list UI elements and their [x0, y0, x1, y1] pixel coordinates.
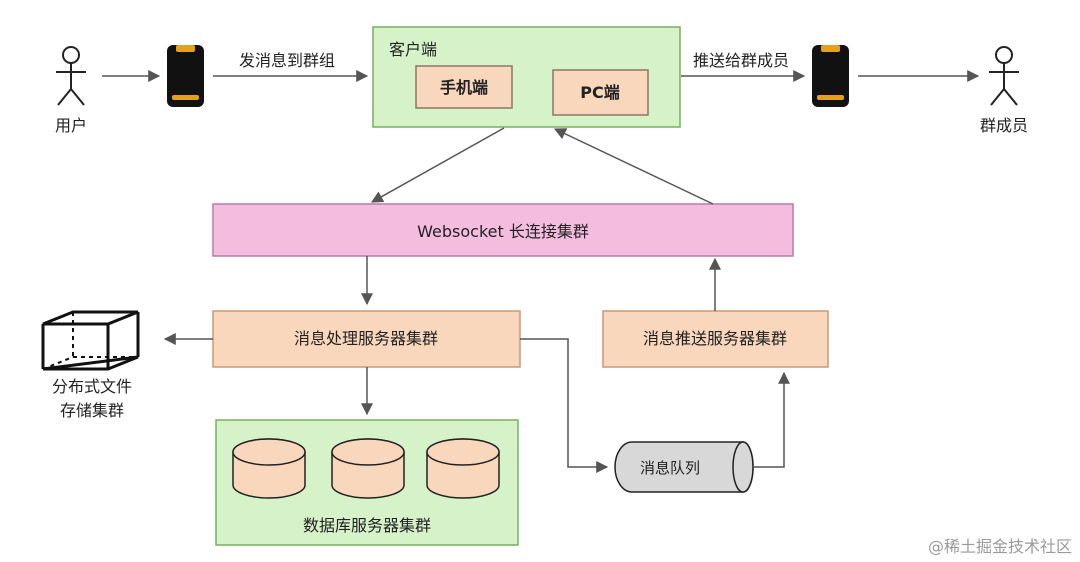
pc-box: [552, 69, 649, 116]
websocket-cluster: Websocket 长连接集群: [212, 203, 794, 257]
storage-cluster-line2: 存储集群: [60, 401, 124, 420]
queue-to-push-arrow: [753, 371, 790, 468]
mobile-box: [415, 65, 513, 109]
message-queue-label: 消息队列: [640, 459, 700, 477]
client-container: 客户端 手机端 PC端: [372, 26, 681, 128]
pc-label: PC端: [580, 83, 619, 102]
mobile-label: 手机端: [440, 78, 488, 97]
database-cluster: 数据库服务器集群: [215, 419, 519, 546]
database-cylinder-icon-3: [426, 438, 500, 499]
client-title: 客户端: [389, 40, 437, 59]
user-person-icon: [56, 46, 86, 106]
processing-to-queue-arrow: [520, 338, 609, 473]
group-member-person-icon: [989, 46, 1019, 106]
user-actor: 用户: [55, 46, 87, 135]
message-processing-cluster-label: 消息处理服务器集群: [294, 329, 438, 348]
send-message-label: 发消息到群组: [239, 51, 335, 70]
client-to-websocket-arrow: [370, 127, 505, 203]
user-label: 用户: [55, 116, 87, 135]
websocket-cluster-label: Websocket 长连接集群: [417, 222, 589, 241]
database-cylinder-icon-1: [232, 438, 306, 499]
queue-cylinder-icon: [614, 441, 754, 493]
websocket-to-client-arrow: [553, 128, 714, 205]
storage-cube-icon: [41, 310, 140, 371]
watermark-text: @稀土掘金技术社区: [928, 537, 1072, 556]
left-phone-icon: [167, 45, 204, 107]
distributed-storage-cluster: 分布式文件 存储集群: [41, 310, 140, 420]
push-message-label: 推送给群成员: [693, 51, 789, 70]
group-member-label: 群成员: [980, 116, 1028, 135]
database-cylinder-icon-2: [331, 438, 405, 499]
message-processing-cluster: 消息处理服务器集群: [212, 310, 521, 368]
message-push-cluster: 消息推送服务器集群: [602, 310, 829, 368]
message-push-cluster-label: 消息推送服务器集群: [643, 329, 787, 348]
group-member-actor: 群成员: [980, 46, 1028, 135]
storage-cluster-line1: 分布式文件: [52, 377, 132, 396]
database-cluster-label: 数据库服务器集群: [303, 516, 431, 535]
right-phone-icon: [812, 45, 849, 107]
message-queue: 消息队列: [614, 441, 754, 493]
